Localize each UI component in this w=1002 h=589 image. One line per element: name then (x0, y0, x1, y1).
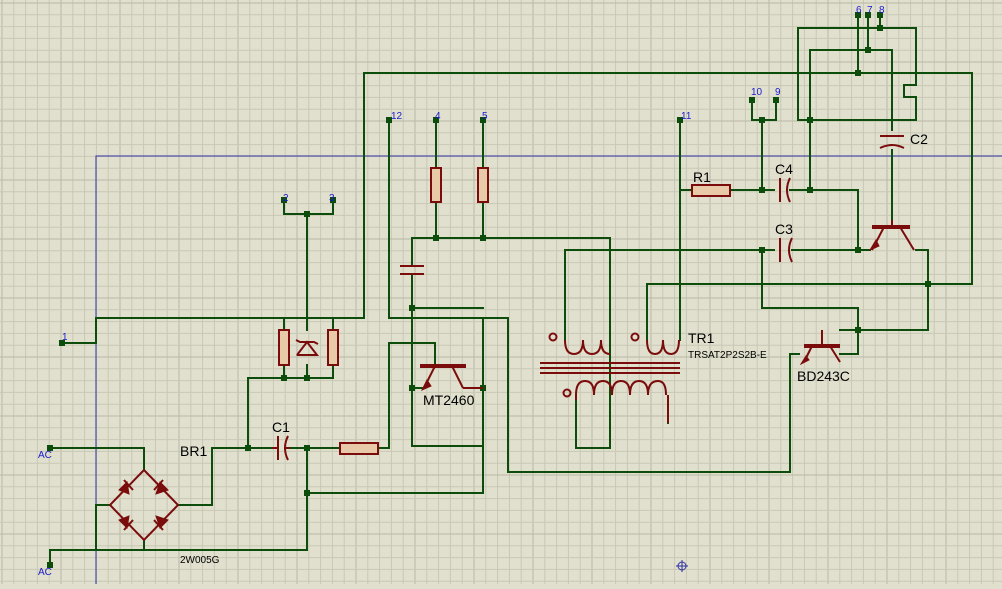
c4-label: C4 (775, 161, 793, 177)
capacitor-c2[interactable] (879, 135, 905, 149)
br1-value-label: 2W005G (180, 555, 220, 566)
resistor-right[interactable] (327, 329, 339, 366)
pin-label-10: 10 (751, 87, 763, 98)
pin-label-1: 1 (62, 332, 68, 343)
bridge-rectifier[interactable] (108, 469, 180, 542)
pin-label-6: 6 (856, 5, 862, 16)
pin-label-4: 4 (435, 111, 441, 122)
transformer-tr1[interactable] (540, 332, 680, 424)
transistor-mt2460[interactable] (420, 364, 483, 392)
capacitor-c3[interactable] (779, 237, 793, 263)
origin-marker-icon (676, 560, 688, 572)
pin-label-2: 2 (283, 193, 289, 204)
pin-label-5: 5 (482, 111, 488, 122)
pin-label-8: 8 (879, 5, 885, 16)
resistor-pin4[interactable] (430, 167, 442, 203)
c3-label: C3 (775, 221, 793, 237)
transistor-bd243c[interactable] (799, 330, 841, 366)
capacitor-vertical[interactable] (400, 265, 424, 275)
pin-labels: 1 2 3 12 4 5 11 10 9 6 7 8 AC AC (38, 5, 885, 578)
c2-label: C2 (910, 131, 928, 147)
component-labels: BR1 2W005G C1 C2 C3 C4 R1 TR1 TRSAT2P2S2… (180, 131, 928, 566)
wires (49, 14, 973, 566)
br1-ref-label: BR1 (180, 443, 207, 459)
pin-label-12: 12 (391, 111, 403, 122)
resistor-r1[interactable] (691, 184, 731, 197)
sheet-border (95, 155, 1002, 584)
pin-label-ac-top: AC (38, 450, 52, 461)
r1-label: R1 (693, 169, 711, 185)
capacitor-c1[interactable] (272, 435, 290, 461)
pin-label-9: 9 (775, 87, 781, 98)
resistor-left[interactable] (278, 329, 290, 366)
transistor-right[interactable] (868, 220, 915, 252)
capacitor-c4[interactable] (779, 177, 791, 203)
resistor-pin5[interactable] (477, 167, 489, 203)
c1-label: C1 (272, 419, 290, 435)
terminal-dots (47, 12, 883, 568)
tr1-value-label: TRSAT2P2S2B-E (688, 350, 767, 361)
mt2460-label: MT2460 (423, 392, 475, 408)
pin-label-11: 11 (681, 111, 692, 122)
pin-label-7: 7 (867, 5, 873, 16)
tr1-ref-label: TR1 (688, 330, 715, 346)
resistor-horizontal[interactable] (339, 442, 379, 455)
pin-label-3: 3 (329, 193, 335, 204)
pin-label-ac-bottom: AC (38, 567, 52, 578)
zener-diode[interactable] (295, 339, 320, 356)
bd243c-label: BD243C (797, 368, 850, 384)
